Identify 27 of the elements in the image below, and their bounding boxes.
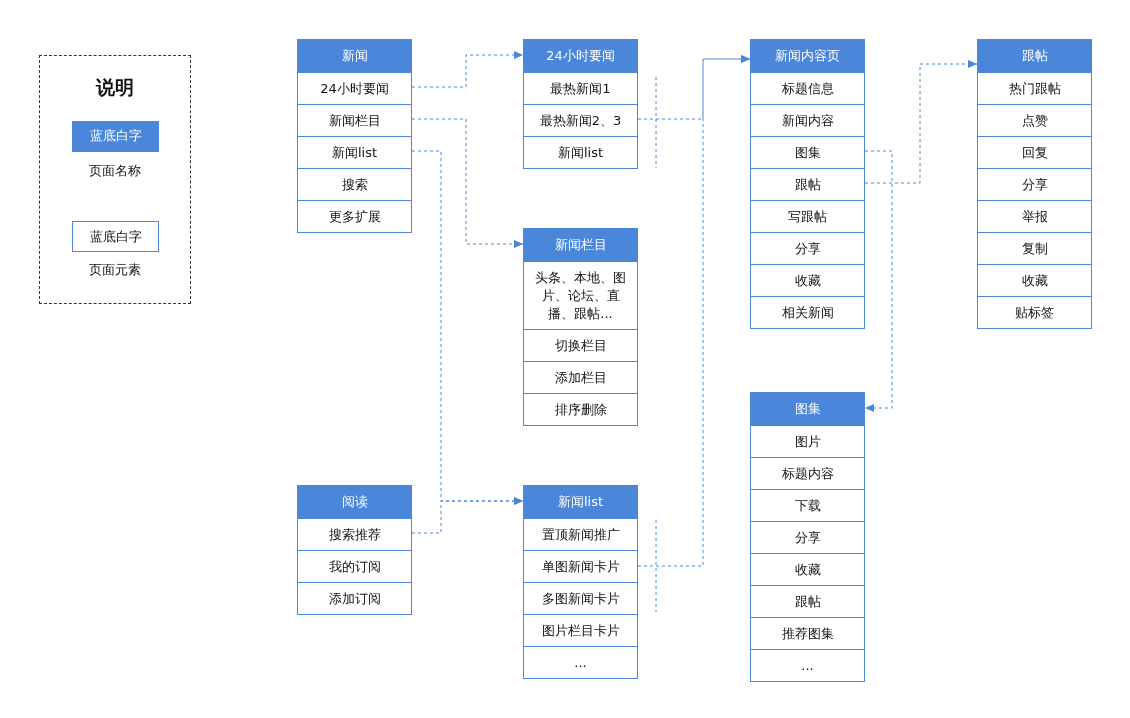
swatch-text: 蓝底白字	[89, 229, 142, 244]
legend-label: 页面元素	[88, 261, 142, 279]
page-title-band: 新闻内容页	[751, 40, 864, 72]
page-title-band: 24小时要闻	[524, 40, 637, 72]
arrow	[411, 51, 524, 88]
page-box	[297, 39, 412, 233]
page-box	[523, 485, 638, 679]
legend-title: 说明	[94, 75, 135, 100]
arrow	[637, 55, 751, 567]
page-box	[750, 39, 865, 329]
page-box	[977, 39, 1092, 329]
arrow	[864, 60, 978, 184]
arrow	[864, 150, 893, 412]
arrow	[411, 497, 524, 534]
page-title-band: 跟帖	[978, 40, 1091, 72]
page-box	[750, 392, 865, 682]
legend-label: 页面名称	[88, 162, 142, 180]
page-title-band: 新闻栏目	[524, 229, 637, 261]
page-title-band: 图集	[751, 393, 864, 425]
page-box	[523, 39, 638, 169]
page-title-band: 阅读	[298, 486, 411, 518]
page-box	[297, 485, 412, 615]
page-title-band: 新闻	[298, 40, 411, 72]
swatch-text: 蓝底白字	[89, 128, 142, 143]
page-box	[523, 228, 638, 426]
arrow	[411, 118, 524, 248]
page-title-band: 新闻list	[524, 486, 637, 518]
